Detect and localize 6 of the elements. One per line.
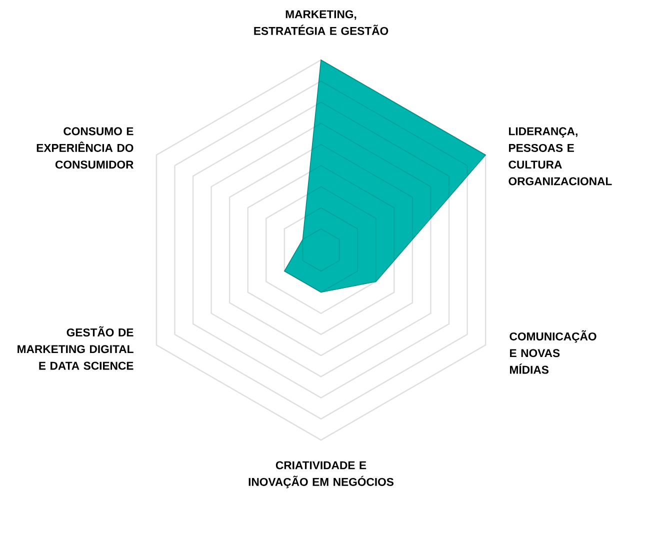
axis-label: CONSUMO E EXPERIÊNCIA DO CONSUMIDOR: [36, 127, 134, 169]
axis-label: GESTÃO DE MARKETING DIGITAL E DATA SCIENCE: [18, 326, 134, 370]
axis-label: LIDERANÇA, PESSOAS E CULTURA ORGANIZACIONAL: [508, 127, 612, 186]
axis-label: CRIATIVIDADE E INOVAÇÃO EM NEGÓCIOS: [248, 461, 394, 488]
axis-label: COMUNICAÇÃO E NOVAS MÍDIAS: [510, 330, 596, 374]
axis-label: MARKETING, ESTRATÉGIA E GESTÃO: [254, 10, 388, 35]
